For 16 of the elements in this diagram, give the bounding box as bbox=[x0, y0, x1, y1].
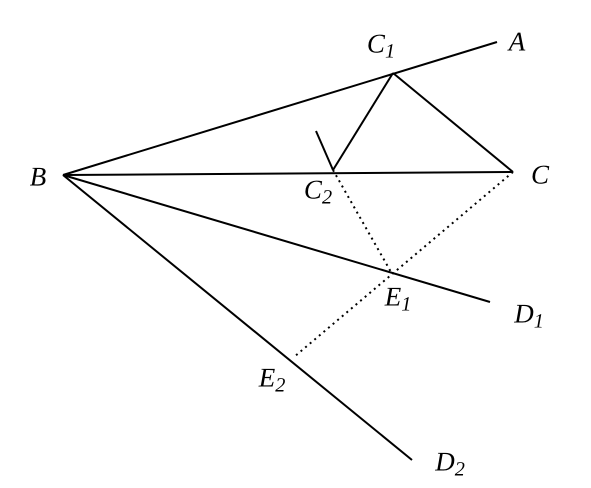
dotted-line bbox=[332, 170, 392, 272]
point-label: E$_{2}$ bbox=[258, 364, 286, 392]
point-label: E$_{1}$ bbox=[384, 284, 412, 310]
point-label: D$_{2}$ bbox=[435, 448, 465, 476]
point-label: C bbox=[531, 162, 549, 188]
line-segment bbox=[62, 174, 490, 303]
point-label: B bbox=[30, 164, 46, 190]
line-segment bbox=[332, 72, 394, 171]
point-label: C$_{1}$ bbox=[366, 30, 396, 58]
line-segment bbox=[392, 72, 514, 173]
line-segment bbox=[62, 174, 413, 461]
line-segment bbox=[62, 41, 498, 176]
point-label: C$_{2}$ bbox=[304, 176, 332, 204]
dotted-line bbox=[293, 171, 514, 358]
point-label: A bbox=[508, 28, 526, 56]
point-label: D$_{1}$ bbox=[514, 300, 544, 328]
